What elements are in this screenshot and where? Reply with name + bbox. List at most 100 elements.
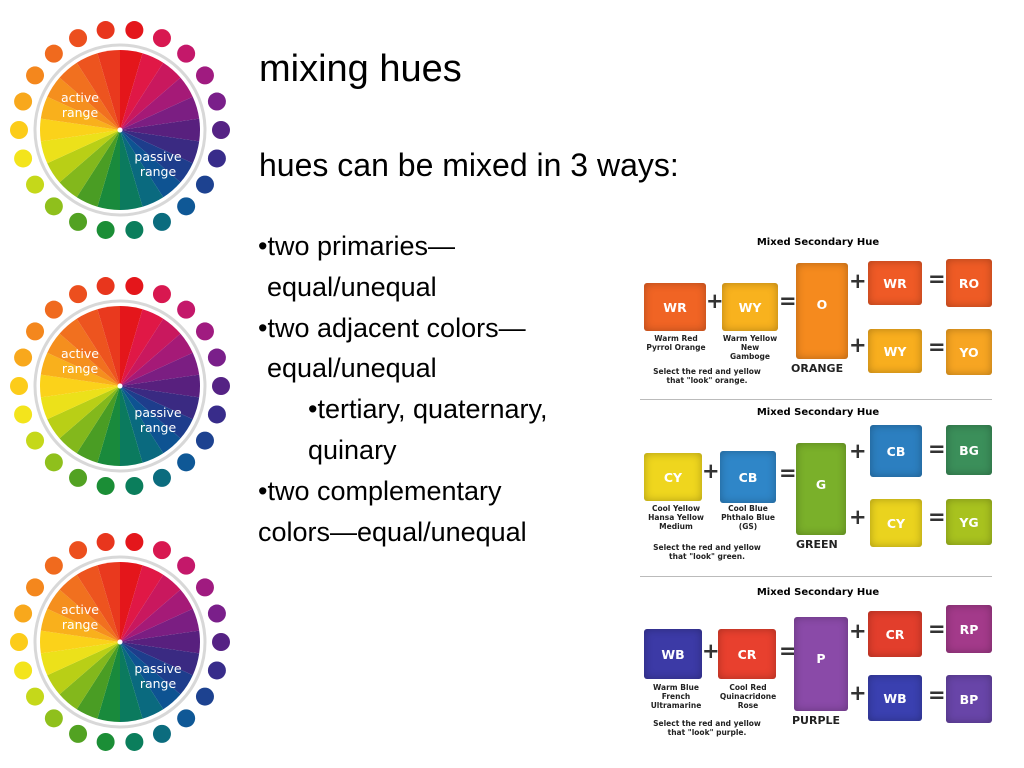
wheel-outer-dot <box>96 277 115 296</box>
plus-sign: + <box>702 639 720 663</box>
swatch-add-2: WB <box>868 675 922 721</box>
wheel-segment <box>40 118 120 142</box>
wheel-segment <box>120 565 164 642</box>
wheel-segment <box>97 562 120 642</box>
wheel-segment <box>76 642 120 719</box>
wheel-outer-dot <box>177 556 196 575</box>
wheel-segment <box>47 130 120 183</box>
wheel-center-dot <box>117 127 123 133</box>
wheel-segment <box>97 386 120 466</box>
wheel-segment <box>120 77 193 130</box>
wheel-segment <box>59 386 120 454</box>
wheel-outer-dot <box>177 300 196 319</box>
mixed-secondary-hue-chart: Mixed Secondary Hue WR + WY = O ORANGE +… <box>640 233 996 750</box>
bullet-line: equal/unequal <box>267 271 437 302</box>
wheel-segment <box>120 386 181 454</box>
wheel-outer-dot <box>26 66 45 85</box>
wheel-outer-dot <box>195 431 214 450</box>
wheel-outer-dot <box>14 348 33 367</box>
section-title: Mixed Secondary Hue <box>756 237 880 248</box>
swatch-add-2: CY <box>870 499 922 547</box>
wheel-outer-dot <box>44 197 63 216</box>
wheel-segment <box>40 130 120 164</box>
wheel-outer-dot <box>207 92 226 111</box>
plus-sign: + <box>849 269 867 293</box>
wheel-outer-dot <box>125 21 144 40</box>
wheel-outer-dot <box>207 604 226 623</box>
plus-sign: + <box>849 333 867 357</box>
wheel-outer-dot <box>195 322 214 341</box>
wheel-segment <box>120 309 164 386</box>
wheel-outer-dot <box>212 377 230 395</box>
wheel-outer-dot <box>44 556 63 575</box>
wheel-segment <box>120 642 200 676</box>
wheel-segment <box>120 130 181 198</box>
wheel-outer-dot <box>69 285 88 304</box>
wheel-outer-dot <box>125 277 144 296</box>
color-wheel-graphic <box>10 533 230 751</box>
swatch-add-1: CR <box>868 611 922 657</box>
wheel-segment <box>76 53 120 130</box>
wheel-outer-dot <box>125 476 144 495</box>
wheel-outer-dot <box>152 285 171 304</box>
mix-name: PURPLE <box>792 714 841 727</box>
wheel-segment <box>120 386 200 420</box>
swatch-result-1: RP <box>946 605 992 653</box>
bullet-line: •two primaries— <box>258 231 455 261</box>
wheel-ring <box>33 555 207 729</box>
wheel-outer-dot <box>69 541 88 560</box>
swatch-b: WY <box>722 283 778 331</box>
wheel-segment <box>120 96 200 130</box>
bullet-line: equal/unequal <box>267 353 437 384</box>
wheel-outer-dot <box>125 732 144 751</box>
wheel-outer-dot <box>44 453 63 472</box>
equals-sign: = <box>779 461 797 485</box>
divider <box>640 576 992 577</box>
wheel-outer-dot <box>195 175 214 194</box>
section-title: Mixed Secondary Hue <box>756 587 880 598</box>
equals-sign: = <box>928 617 946 641</box>
bullet-line: colors—equal/unequal <box>258 516 527 547</box>
wheel-outer-dot <box>10 121 28 139</box>
wheel-outer-dot <box>26 175 45 194</box>
wheel-outer-dot <box>207 149 226 168</box>
plus-sign: + <box>849 505 867 529</box>
wheel-segment <box>40 352 120 386</box>
wheel-segment <box>120 333 193 386</box>
bullet-line: •two adjacent colors— <box>258 312 526 343</box>
wheel-segment <box>40 386 120 420</box>
wheel-segment <box>120 352 200 386</box>
equals-sign: = <box>928 683 946 707</box>
swatch-add-2: WY <box>868 329 922 373</box>
wheel-outer-dot <box>212 121 230 139</box>
wheel-segment <box>76 386 120 463</box>
equals-sign: = <box>779 289 797 313</box>
swatch-result-2: BP <box>946 675 992 723</box>
wheel-outer-dot <box>14 405 33 424</box>
wheel-segment <box>120 306 143 386</box>
wheel-ring <box>33 43 207 217</box>
wheel-segment <box>120 386 164 463</box>
swatch-result-1: BG <box>946 425 992 475</box>
wheel-outer-dot <box>125 220 144 239</box>
wheel-outer-dot <box>69 212 88 231</box>
wheel-outer-dot <box>152 468 171 487</box>
wheel-outer-dot <box>69 724 88 743</box>
wheel-outer-dot <box>96 220 115 239</box>
wheel-outer-dot <box>207 348 226 367</box>
plus-sign: + <box>849 681 867 705</box>
swatch-a: CY <box>644 453 702 501</box>
wheel-outer-dot <box>44 44 63 63</box>
wheel-segment <box>76 130 120 207</box>
swatch-b: CR <box>718 629 776 679</box>
wheel-outer-dot <box>14 604 33 623</box>
wheel-segment <box>40 642 120 676</box>
wheel-outer-dot <box>177 44 196 63</box>
equals-sign: = <box>779 639 797 663</box>
